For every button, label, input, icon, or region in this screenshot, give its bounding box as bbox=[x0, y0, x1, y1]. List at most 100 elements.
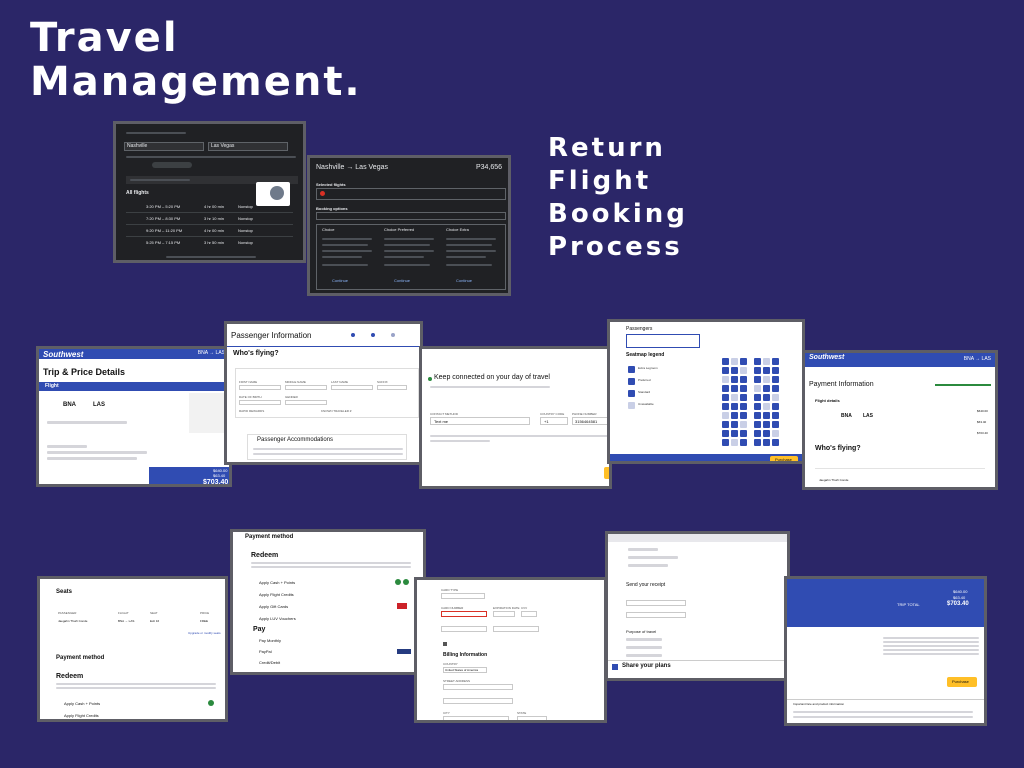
seat[interactable] bbox=[763, 421, 770, 428]
seat[interactable] bbox=[772, 394, 779, 401]
street-input[interactable] bbox=[443, 684, 513, 690]
seat[interactable] bbox=[731, 439, 738, 446]
apply-luv-vouchers[interactable]: Apply LUV Vouchers bbox=[259, 616, 296, 621]
receipt-email-confirm-input[interactable] bbox=[626, 612, 686, 618]
continue-button[interactable]: Continue bbox=[394, 278, 411, 283]
seat[interactable] bbox=[763, 367, 770, 374]
continue-button[interactable]: Continue bbox=[456, 278, 473, 283]
seat[interactable] bbox=[772, 376, 779, 383]
continue-button[interactable] bbox=[604, 467, 609, 479]
fare-info-notice[interactable]: Important fare and product information bbox=[793, 702, 845, 706]
seat[interactable] bbox=[740, 394, 747, 401]
seat[interactable] bbox=[722, 376, 729, 383]
apply-cash-points[interactable]: Apply Cash + Points bbox=[259, 580, 296, 585]
seat[interactable] bbox=[731, 394, 738, 401]
continue-button[interactable]: Continue bbox=[332, 278, 349, 283]
receipt-email-input[interactable] bbox=[626, 600, 686, 606]
seat[interactable] bbox=[731, 412, 738, 419]
last-name-input[interactable] bbox=[331, 385, 373, 390]
share-plans-title[interactable]: Share your plans bbox=[622, 663, 671, 669]
first-name-input[interactable] bbox=[239, 385, 281, 390]
seat[interactable] bbox=[754, 358, 761, 365]
seat[interactable] bbox=[754, 403, 761, 410]
seat[interactable] bbox=[731, 358, 738, 365]
seat[interactable] bbox=[772, 358, 779, 365]
cvv-input[interactable] bbox=[521, 611, 537, 617]
seat[interactable] bbox=[754, 430, 761, 437]
seat[interactable] bbox=[731, 385, 738, 392]
upgrade-seats-link[interactable]: Upgrade or modify seats bbox=[188, 631, 221, 635]
card-name-input[interactable] bbox=[441, 626, 487, 632]
seat[interactable] bbox=[731, 376, 738, 383]
dob-input[interactable] bbox=[239, 400, 281, 405]
seat[interactable] bbox=[722, 385, 729, 392]
seat[interactable] bbox=[740, 385, 747, 392]
seat[interactable] bbox=[763, 430, 770, 437]
seat[interactable] bbox=[763, 439, 770, 446]
seat[interactable] bbox=[754, 376, 761, 383]
seat[interactable] bbox=[731, 421, 738, 428]
seat[interactable] bbox=[722, 430, 729, 437]
card-type-select[interactable] bbox=[441, 593, 485, 599]
seat[interactable] bbox=[722, 403, 729, 410]
seat[interactable] bbox=[722, 367, 729, 374]
seat[interactable] bbox=[772, 385, 779, 392]
seat[interactable] bbox=[763, 403, 770, 410]
seat[interactable] bbox=[754, 421, 761, 428]
seat[interactable] bbox=[731, 367, 738, 374]
flight-time[interactable]: 7:20 PM – 8:30 PM bbox=[146, 216, 181, 221]
seat[interactable] bbox=[740, 430, 747, 437]
city-input[interactable] bbox=[443, 716, 509, 720]
seat[interactable] bbox=[772, 430, 779, 437]
seat[interactable] bbox=[754, 439, 761, 446]
seat[interactable] bbox=[722, 439, 729, 446]
seat[interactable] bbox=[772, 403, 779, 410]
seat[interactable] bbox=[754, 367, 761, 374]
apply-flight-credits[interactable]: Apply Flight Credits bbox=[64, 713, 99, 718]
pay-monthly-option[interactable]: Pay Monthly bbox=[259, 638, 282, 643]
purchase-button[interactable]: Purchase bbox=[775, 457, 792, 462]
middle-name-input[interactable] bbox=[285, 385, 327, 390]
seat[interactable] bbox=[754, 385, 761, 392]
seat[interactable] bbox=[740, 403, 747, 410]
flight-time[interactable]: 9:20 PM – 11:20 PM bbox=[146, 228, 183, 233]
suffix-select[interactable] bbox=[377, 385, 407, 390]
country-select[interactable]: United States of America bbox=[443, 667, 487, 673]
street2-input[interactable] bbox=[443, 698, 513, 704]
seat[interactable] bbox=[740, 376, 747, 383]
seat[interactable] bbox=[740, 358, 747, 365]
seat[interactable] bbox=[722, 421, 729, 428]
seat[interactable] bbox=[763, 385, 770, 392]
seat[interactable] bbox=[722, 412, 729, 419]
apply-flight-credits[interactable]: Apply Flight Credits bbox=[259, 592, 294, 597]
purchase-button[interactable]: Purchase bbox=[952, 679, 969, 684]
expiration-input[interactable] bbox=[493, 611, 515, 617]
seat[interactable] bbox=[722, 394, 729, 401]
apply-gift-cards[interactable]: Apply Gift Cards bbox=[259, 604, 289, 609]
apply-cash-points[interactable]: Apply Cash + Points bbox=[64, 701, 101, 706]
seat[interactable] bbox=[740, 421, 747, 428]
paypal-option[interactable]: PayPal bbox=[259, 649, 272, 654]
seat[interactable] bbox=[772, 412, 779, 419]
seat[interactable] bbox=[740, 439, 747, 446]
gender-select[interactable] bbox=[285, 400, 327, 405]
seat[interactable] bbox=[731, 403, 738, 410]
seat[interactable] bbox=[772, 421, 779, 428]
seat[interactable] bbox=[763, 412, 770, 419]
seat[interactable] bbox=[772, 367, 779, 374]
seat[interactable] bbox=[763, 376, 770, 383]
phone-input[interactable]: 3156464581 bbox=[572, 417, 609, 425]
card-last-name-input[interactable] bbox=[493, 626, 539, 632]
seat[interactable] bbox=[740, 412, 747, 419]
origin-field[interactable]: Nashville bbox=[127, 143, 148, 149]
credit-debit-option[interactable]: Credit/Debit bbox=[259, 660, 281, 665]
card-number-input[interactable] bbox=[441, 611, 487, 617]
flight-time[interactable]: 5:25 PM – 7:15 PM bbox=[146, 240, 181, 245]
seat[interactable] bbox=[754, 412, 761, 419]
seat[interactable] bbox=[763, 394, 770, 401]
state-select[interactable] bbox=[517, 716, 547, 720]
seat[interactable] bbox=[763, 358, 770, 365]
contact-method-select[interactable]: Text me bbox=[430, 417, 530, 425]
destination-field[interactable]: Las Vegas bbox=[211, 143, 235, 149]
seat[interactable] bbox=[754, 394, 761, 401]
